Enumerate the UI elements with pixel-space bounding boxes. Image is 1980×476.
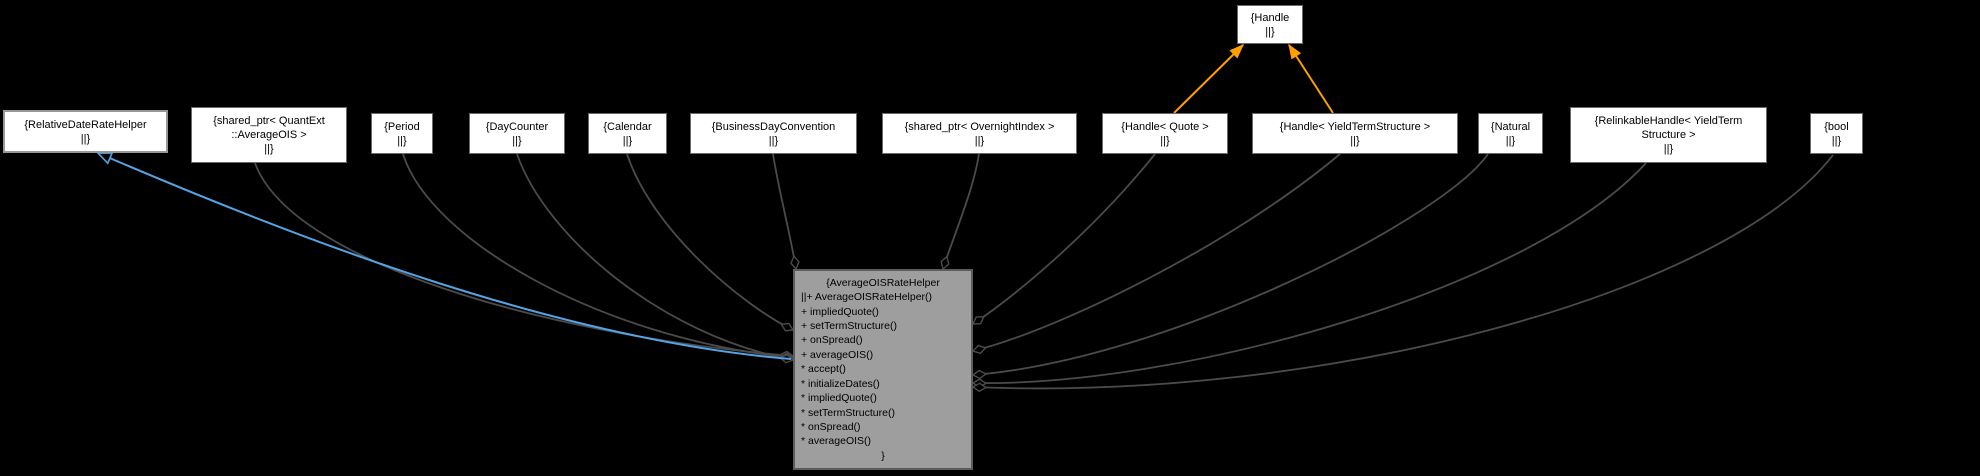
node-average-ois-rate-helper: {AverageOISRateHelper ||+ AverageOISRate… — [793, 269, 973, 470]
node-label: {shared_ptr< OvernightIndex > — [904, 120, 1055, 133]
node-label: ||} — [80, 132, 91, 145]
node-handle-yield-term-structure[interactable]: {Handle< YieldTermStructure > ||} — [1252, 113, 1458, 154]
node-label: {bool — [1824, 120, 1849, 133]
node-label: Structure > — [1641, 129, 1696, 141]
node-natural[interactable]: {Natural ||} — [1478, 113, 1543, 154]
node-label: {Calendar — [603, 120, 652, 133]
node-label: ||} — [264, 143, 274, 155]
node-shared-ptr-overnight-index[interactable]: {shared_ptr< OvernightIndex > ||} — [882, 113, 1077, 154]
node-label: {Period — [384, 120, 420, 133]
node-bool[interactable]: {bool ||} — [1810, 113, 1863, 154]
node-period[interactable]: {Period ||} — [371, 113, 433, 154]
edge-member-handle-yield-term-structure — [973, 153, 1341, 351]
node-label: ||} — [512, 134, 522, 147]
node-label: {Handle< Quote > — [1121, 120, 1209, 133]
edge-member-day-counter — [516, 153, 793, 360]
node-label: + onSpread() — [801, 334, 863, 347]
node-label: ||} — [1663, 143, 1674, 155]
node-label: ||} — [1505, 134, 1516, 147]
node-label: {Natural — [1490, 120, 1531, 133]
edge-member-period — [402, 153, 793, 358]
node-label: * initializeDates() — [801, 377, 880, 390]
node-label: ||} — [974, 134, 985, 147]
node-relative-date-rate-helper[interactable]: {RelativeDateRateHelper ||} — [3, 110, 168, 153]
edge-member-shared-ptr-average-ois — [254, 162, 793, 356]
node-handle[interactable]: {Handle ||} — [1237, 5, 1303, 44]
node-label: {Handle< YieldTermStructure > — [1279, 120, 1431, 133]
node-day-counter[interactable]: {DayCounter ||} — [469, 113, 565, 154]
node-label: ||} — [1831, 134, 1842, 147]
edge-member-handle-quote — [973, 153, 1156, 325]
node-calendar[interactable]: {Calendar ||} — [588, 113, 667, 154]
edge-member-business-day-convention — [772, 153, 796, 269]
edge-template-handle-quote — [1173, 44, 1244, 114]
node-label: ||} — [1265, 25, 1275, 38]
node-label: {RelinkableHandle< YieldTerm — [1594, 115, 1743, 127]
edge-member-natural — [973, 153, 1489, 375]
node-label: {AverageOISRateHelper — [826, 276, 940, 289]
node-label: {RelativeDateRateHelper — [24, 118, 147, 131]
node-label: ||+ AverageOISRateHelper() — [801, 291, 933, 304]
node-label: + setTermStructure() — [801, 320, 897, 333]
node-label: {DayCounter — [485, 120, 549, 133]
edge-member-shared-ptr-overnight-index — [943, 153, 980, 269]
edge-member-calendar — [626, 153, 793, 330]
node-label: ||} — [622, 134, 633, 147]
edge-member-relinkable-handle — [973, 162, 1647, 383]
node-label: * impliedQuote() — [801, 392, 877, 405]
node-label: } — [881, 449, 885, 462]
node-label: {BusinessDayConvention — [711, 120, 836, 133]
node-label: ::AverageOIS > — [231, 129, 307, 141]
node-shared-ptr-average-ois[interactable]: {shared_ptr< QuantExt ::AverageOIS > ||} — [191, 107, 347, 163]
node-label: + averageOIS() — [801, 348, 874, 361]
node-relinkable-handle[interactable]: {RelinkableHandle< YieldTerm Structure >… — [1570, 107, 1767, 163]
edge-member-bool — [973, 154, 1834, 388]
edge-template-handle-yield-term-structure — [1288, 43, 1334, 114]
node-label: {shared_ptr< QuantExt — [213, 115, 325, 127]
node-label: * accept() — [801, 363, 846, 376]
node-label: {Handle — [1250, 11, 1290, 24]
node-label: * averageOIS() — [801, 435, 872, 448]
node-label: ||} — [1160, 134, 1170, 147]
node-label: ||} — [397, 134, 407, 147]
edge-inheritance-relative-date-rate-helper — [96, 152, 792, 360]
node-label: ||} — [768, 134, 779, 147]
node-label: + impliedQuote() — [801, 305, 879, 318]
node-label: ||} — [1350, 134, 1360, 147]
node-label: * onSpread() — [801, 420, 861, 433]
node-label: * setTermStructure() — [801, 406, 895, 419]
node-business-day-convention[interactable]: {BusinessDayConvention ||} — [690, 113, 857, 154]
node-handle-quote[interactable]: {Handle< Quote > ||} — [1102, 113, 1228, 154]
